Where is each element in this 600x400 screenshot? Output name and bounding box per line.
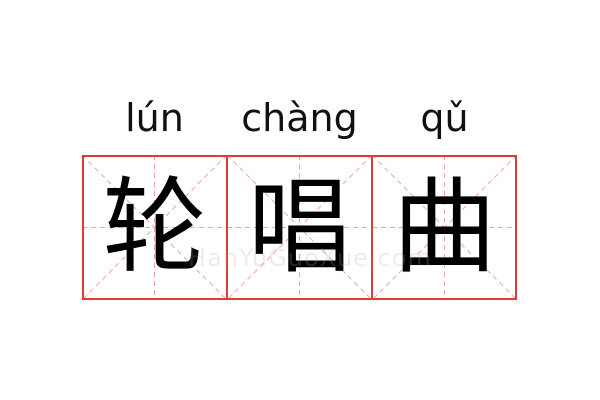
hanzi-character-3: 曲: [392, 166, 497, 288]
grid-guides: [227, 155, 372, 300]
grid-guides: [82, 155, 227, 300]
pinyin-syllable-1: lún: [125, 96, 184, 140]
cell-divider: [226, 155, 228, 300]
hanzi-character-2: 唱: [247, 166, 352, 288]
cell-divider: [371, 155, 373, 300]
character-cell-2: 唱: [227, 155, 372, 300]
character-cell-1: 轮: [82, 155, 227, 300]
hanzi-character-1: 轮: [102, 166, 207, 288]
grid-guides: [372, 155, 517, 300]
pinyin-syllable-3: qǔ: [420, 96, 469, 140]
pinyin-syllable-2: chàng: [241, 96, 358, 140]
character-cell-3: 曲: [372, 155, 517, 300]
